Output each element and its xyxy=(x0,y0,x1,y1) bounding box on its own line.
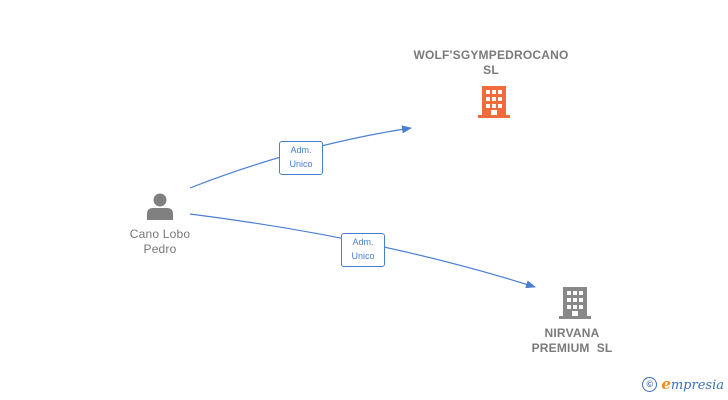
person-name-line2: Pedro xyxy=(143,242,177,256)
company-name-line1: WOLF'SGYMPEDROCANO xyxy=(413,48,569,62)
copyright-icon: © xyxy=(642,376,658,392)
person-icon[interactable] xyxy=(147,193,173,221)
brand-initial: e xyxy=(661,375,671,393)
edge-label-line1: Adm. xyxy=(290,145,312,155)
brand-rest: mpresia xyxy=(670,378,724,393)
edge-label-line2: Unico xyxy=(351,251,375,261)
company-label-wolfsgym[interactable]: WOLF'SGYMPEDROCANO SL xyxy=(400,48,582,78)
edge-label-role: Adm. Unico xyxy=(341,233,385,267)
company-name-line2: SL xyxy=(483,63,499,77)
company-label-nirvana[interactable]: NIRVANA PREMIUM SL xyxy=(512,326,632,356)
edge-label-line2: Unico xyxy=(289,159,313,169)
building-icon[interactable] xyxy=(559,287,591,319)
person-label[interactable]: Cano Lobo Pedro xyxy=(110,227,210,257)
company-name-line2: PREMIUM SL xyxy=(531,341,613,355)
person-name-line1: Cano Lobo xyxy=(129,227,191,241)
company-name-line1: NIRVANA xyxy=(544,326,600,340)
brand-watermark: © empresia xyxy=(642,374,724,394)
edge-label-role: Adm. Unico xyxy=(279,141,323,175)
edge-label-line1: Adm. xyxy=(352,237,374,247)
building-icon[interactable] xyxy=(478,86,510,118)
brand-logo: empresia xyxy=(661,375,724,393)
